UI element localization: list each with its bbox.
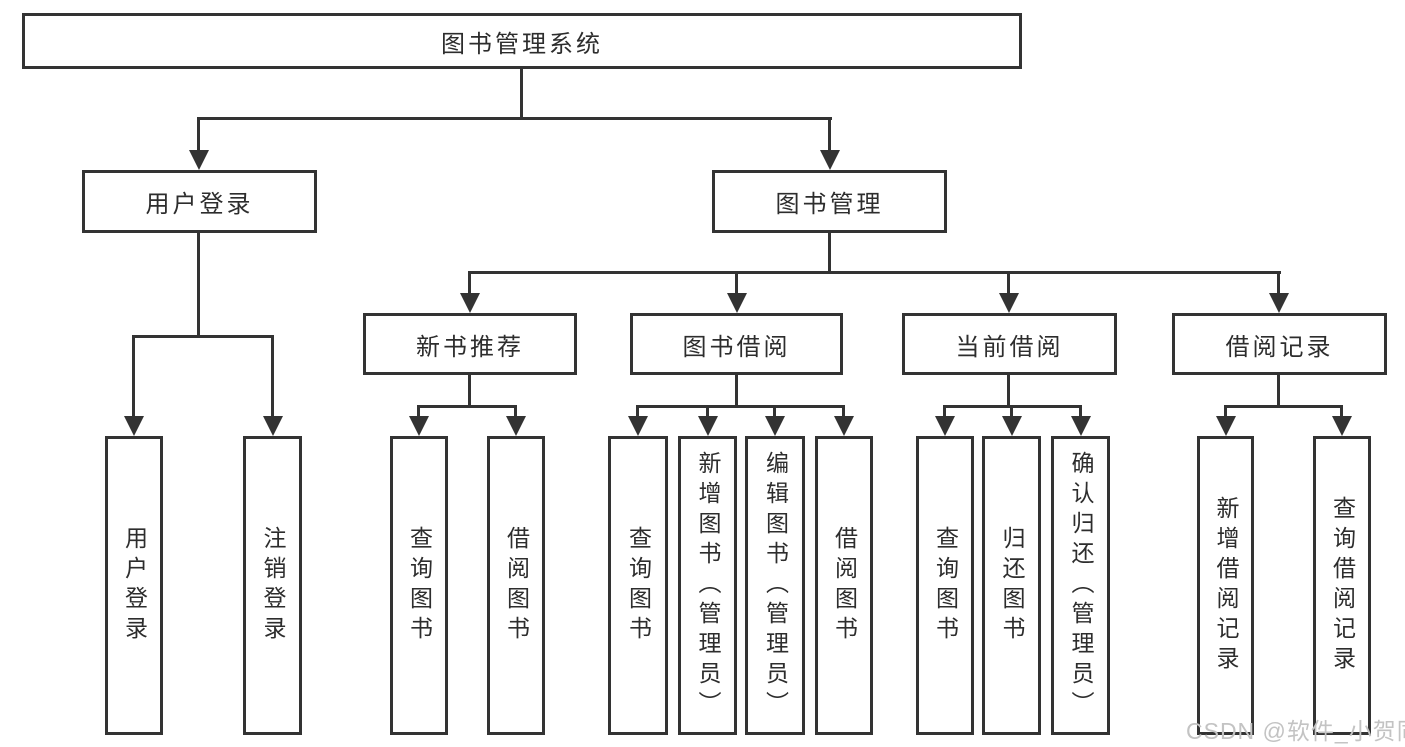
node-user-login: 用户登录 [82, 170, 317, 233]
leaf-query-books-borrow: 查询图书 [608, 436, 668, 735]
connector-level3-rail [468, 271, 1281, 274]
connector-new-book-rec-stem [468, 375, 471, 408]
arrow-down-to-new-book-rec [468, 274, 471, 293]
leaf-logout: 注销登录 [243, 436, 302, 735]
arrow-down-leaf [636, 408, 639, 416]
leaf-confirm-return-admin: 确认归还（管理员） [1051, 436, 1110, 735]
connector-book-borrow-stem [735, 375, 738, 408]
leaf-add-books-admin: 新增图书（管理员） [678, 436, 737, 735]
arrow-down-to-current-borrow [1007, 274, 1010, 293]
connector-new-book-rec-rail [417, 405, 517, 408]
arrow-down-leaf [514, 408, 517, 416]
arrow-down-to-logout-leaf [271, 338, 274, 416]
arrow-down-to-login-leaf [132, 338, 135, 416]
arrow-down-leaf [417, 408, 420, 416]
leaf-borrow-books-rec: 借阅图书 [487, 436, 545, 735]
arrow-down-leaf [1079, 408, 1082, 416]
connector-borrow-record-stem [1277, 375, 1280, 408]
connector-user-login-stem [197, 233, 200, 337]
leaf-edit-books-admin: 编辑图书（管理员） [745, 436, 805, 735]
leaf-query-borrow-record: 查询借阅记录 [1313, 436, 1371, 735]
node-borrowing-records: 借阅记录 [1172, 313, 1387, 375]
node-current-borrowing: 当前借阅 [902, 313, 1117, 375]
leaf-return-books: 归还图书 [982, 436, 1041, 735]
connector-user-login-rail [132, 335, 274, 338]
arrow-down-leaf [706, 408, 709, 416]
leaf-user-login: 用户登录 [105, 436, 163, 735]
connector-level2-rail [197, 117, 832, 120]
arrow-down-to-user-login [197, 120, 200, 150]
node-book-management: 图书管理 [712, 170, 947, 233]
arrow-down-leaf [1010, 408, 1013, 416]
leaf-query-books-rec: 查询图书 [390, 436, 448, 735]
connector-book-management-stem [828, 233, 831, 274]
arrow-down-leaf [943, 408, 946, 416]
arrow-down-leaf [773, 408, 776, 416]
arrow-down-to-book-borrow [735, 274, 738, 293]
connector-book-borrow-rail [636, 405, 845, 408]
arrow-down-leaf [1224, 408, 1227, 416]
node-book-borrowing: 图书借阅 [630, 313, 843, 375]
node-new-book-recommendation: 新书推荐 [363, 313, 577, 375]
connector-current-borrow-stem [1007, 375, 1010, 408]
node-root-library-management-system: 图书管理系统 [22, 13, 1022, 69]
connector-borrow-record-rail [1224, 405, 1343, 408]
leaf-query-books-current: 查询图书 [916, 436, 974, 735]
arrow-down-leaf [842, 408, 845, 416]
arrow-down-leaf [1340, 408, 1343, 416]
arrow-down-to-borrow-record [1277, 274, 1280, 293]
arrow-down-to-book-management [828, 120, 831, 150]
leaf-borrow-books: 借阅图书 [815, 436, 873, 735]
connector-root-stem [520, 69, 523, 120]
connector-current-borrow-rail [943, 405, 1082, 408]
leaf-add-borrow-record: 新增借阅记录 [1197, 436, 1254, 735]
csdn-watermark: CSDN @软件_小贺同学 [1186, 718, 1405, 744]
